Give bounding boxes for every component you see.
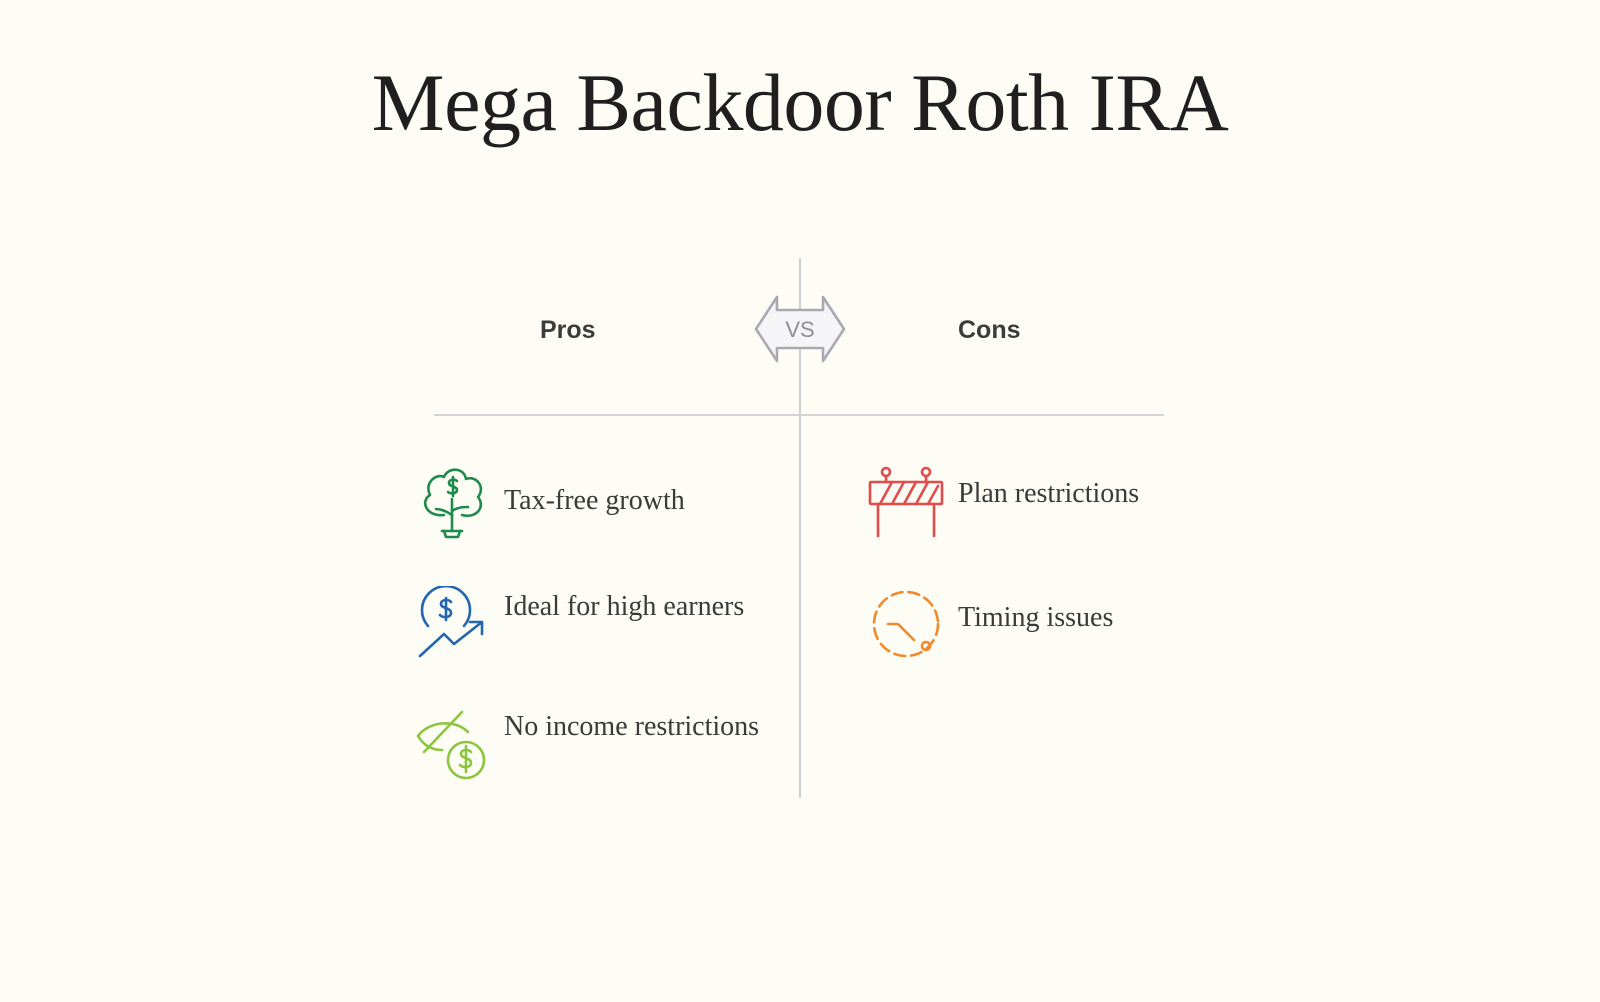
vs-label: VS bbox=[785, 317, 814, 342]
timer-icon bbox=[872, 590, 940, 658]
pro-label: No income restrictions bbox=[504, 711, 760, 742]
horizontal-divider bbox=[434, 414, 1164, 416]
con-label: Plan restrictions bbox=[958, 478, 1140, 509]
pro-label: Ideal for high earners bbox=[504, 591, 745, 622]
con-label: Timing issues bbox=[958, 602, 1114, 633]
cons-heading: Cons bbox=[958, 316, 1021, 344]
vertical-divider bbox=[799, 258, 801, 798]
barrier-icon bbox=[868, 466, 944, 538]
money-tree-icon bbox=[423, 468, 483, 539]
pro-label: Tax-free growth bbox=[504, 485, 685, 516]
no-income-limit-icon bbox=[416, 710, 486, 780]
pros-heading: Pros bbox=[540, 316, 596, 344]
vs-arrows-icon: VS bbox=[754, 295, 846, 363]
dollar-growth-arrow-icon bbox=[418, 586, 484, 658]
page-title: Mega Backdoor Roth IRA bbox=[371, 57, 1229, 148]
